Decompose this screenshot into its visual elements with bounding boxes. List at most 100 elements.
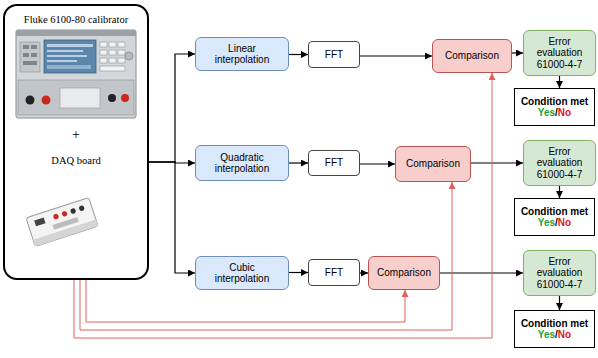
box-label: Linear interpolation — [215, 43, 269, 66]
box-label: No — [558, 329, 571, 340]
panel-label: DAQ board — [51, 155, 100, 166]
calibrator-terminal — [108, 94, 116, 102]
calibrator-key — [109, 50, 116, 55]
box-label: Comparison — [377, 267, 431, 278]
text-line: Error evaluation 61000-4-7 — [529, 36, 590, 71]
panel-label: + — [72, 127, 80, 142]
calibrator-key — [23, 53, 29, 57]
box-label: Quadratic interpolation — [215, 152, 269, 175]
daq-terminal-block — [34, 217, 45, 226]
flow-arrow — [471, 162, 523, 163]
flow-arrow — [149, 162, 195, 273]
text-line: Cubic interpolation — [201, 262, 283, 285]
text-line: Condition met — [520, 206, 589, 218]
calibrator-screen-line — [47, 65, 91, 69]
flow-arrow — [360, 272, 368, 273]
comparison-box: Comparison — [432, 39, 512, 73]
source-panel: Fluke 6100-80 calibrator + DAQ board — [3, 4, 149, 280]
box-label: Error evaluation 61000-4-7 — [537, 146, 583, 180]
calibrator-terminal — [121, 94, 129, 102]
text-line: Fluke 6100-80 calibrator — [5, 14, 147, 25]
box-label: Error evaluation 61000-4-7 — [537, 256, 583, 290]
text-line: Condition met — [520, 96, 589, 108]
reference-arrow — [80, 182, 452, 330]
flow-arrow — [360, 163, 395, 164]
text-line: Error evaluation 61000-4-7 — [529, 256, 590, 291]
evaluation-box: Error evaluation 61000-4-7 — [523, 250, 596, 296]
text-line: Yes/No — [520, 107, 589, 119]
text-line: DAQ board — [5, 155, 147, 166]
text-line: Condition met — [520, 318, 589, 330]
calibrator-screen-line — [47, 44, 93, 47]
flow-arrow — [559, 186, 560, 198]
calibrator-keypad — [100, 42, 125, 71]
box-label: Comparison — [406, 158, 460, 169]
calibrator-key — [100, 42, 107, 47]
process-box: Cubic interpolation — [195, 256, 289, 290]
calibrator-key — [23, 61, 37, 65]
calibrator-screen — [44, 40, 96, 73]
flow-arrow — [289, 272, 308, 273]
daq-terminal — [53, 213, 60, 220]
text-line: Comparison — [374, 267, 434, 279]
calibrator-terminal — [42, 96, 51, 105]
box-label: No — [558, 107, 571, 118]
calibrator-key — [100, 58, 107, 63]
calibrator-key — [118, 58, 125, 63]
calibrator-key — [118, 42, 125, 47]
calibrator-body — [16, 30, 136, 118]
calibrator-key — [100, 66, 125, 71]
text-line: Quadratic interpolation — [201, 152, 283, 175]
flow-arrow — [559, 296, 560, 310]
calibrator-keys — [20, 42, 40, 72]
calibrator-knob — [125, 52, 133, 60]
calibrator-screen-line — [47, 55, 87, 57]
process-box: Linear interpolation — [195, 37, 289, 71]
calibrator-terminal — [26, 96, 35, 105]
daq-board-illustration — [26, 198, 98, 247]
flow-arrow — [360, 55, 432, 56]
calibrator-key — [31, 53, 37, 57]
text-line: FFT — [314, 157, 354, 169]
flow-arrow — [512, 52, 523, 53]
text-line: Comparison — [401, 158, 465, 170]
box-label: Comparison — [445, 50, 499, 61]
box-label: No — [558, 217, 571, 228]
box-label: Yes — [538, 329, 555, 340]
text-line: FFT — [314, 49, 354, 61]
calibrator-key — [31, 45, 37, 49]
box-label: Condition met — [521, 96, 588, 107]
comparison-box: Comparison — [395, 146, 471, 182]
calibrator-screen-line — [47, 50, 83, 52]
box-label: Cubic interpolation — [215, 262, 269, 285]
box-label: Condition met — [521, 206, 588, 217]
result-box: Condition metYes/No — [514, 310, 595, 348]
box-label: FFT — [325, 267, 343, 278]
box-label: Error evaluation 61000-4-7 — [537, 36, 583, 70]
daq-body — [26, 198, 98, 247]
panel-label: Fluke 6100-80 calibrator — [24, 14, 128, 25]
text-line: Error evaluation 61000-4-7 — [529, 146, 590, 181]
box-label: FFT — [325, 49, 343, 60]
process-box: Quadratic interpolation — [195, 145, 289, 181]
flow-arrow — [559, 76, 560, 88]
flow-arrow — [289, 162, 308, 163]
text-line: Yes/No — [520, 217, 589, 229]
daq-terminal — [61, 211, 68, 218]
box-label: / — [555, 107, 558, 118]
comparison-box: Comparison — [368, 256, 440, 290]
text-line: + — [5, 127, 147, 143]
evaluation-box: Error evaluation 61000-4-7 — [523, 140, 596, 186]
box-label: Yes — [538, 107, 555, 118]
daq-terminal — [78, 205, 85, 212]
calibrator-top — [16, 30, 136, 36]
box-label: Yes — [538, 217, 555, 228]
calibrator-key — [118, 50, 125, 55]
box-label: Condition met — [521, 318, 588, 329]
evaluation-box: Error evaluation 61000-4-7 — [523, 30, 596, 76]
result-box: Condition metYes/No — [514, 198, 595, 236]
calibrator-label-plate — [60, 88, 100, 108]
fft-box: FFT — [308, 41, 360, 68]
text-line: FFT — [314, 267, 354, 279]
